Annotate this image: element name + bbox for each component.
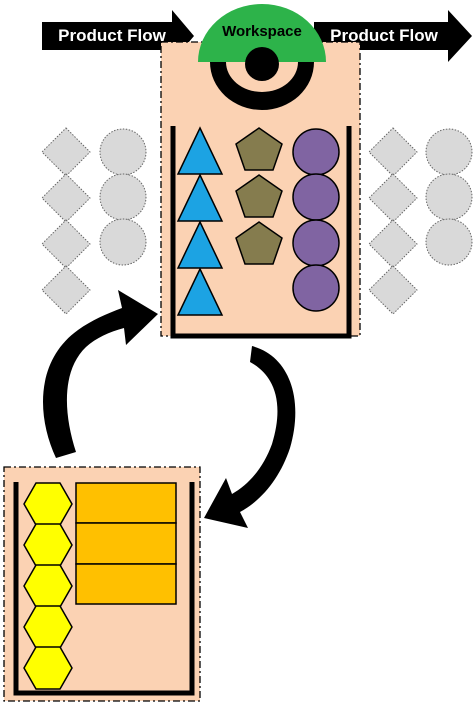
pentagon-column bbox=[235, 127, 283, 265]
rectangle-shape bbox=[75, 482, 177, 524]
right-queue-diamond bbox=[368, 173, 418, 223]
right-queue-diamond bbox=[368, 265, 418, 315]
hexagon-shape bbox=[23, 646, 73, 690]
workspace-cap-icon bbox=[198, 4, 326, 62]
left-queue-diamond bbox=[41, 173, 91, 223]
left-queue-circle bbox=[99, 173, 147, 221]
triangle-shape bbox=[176, 267, 224, 316]
workspace-ball-icon bbox=[245, 47, 279, 81]
rectangle-shape bbox=[75, 522, 177, 565]
right-queue-diamond bbox=[368, 127, 418, 177]
hexagon-column bbox=[23, 482, 73, 690]
pentagon-shape bbox=[235, 221, 283, 265]
right-queue-circle bbox=[425, 173, 473, 221]
circle-shape bbox=[292, 173, 340, 221]
left-queue-circle bbox=[99, 218, 147, 266]
rectangle-column bbox=[75, 482, 177, 605]
left-queue-circle bbox=[99, 128, 147, 176]
rectangle-shape bbox=[75, 563, 177, 605]
right-queue-diamond bbox=[368, 219, 418, 269]
left-queue bbox=[41, 127, 147, 315]
workspace-arc-icon bbox=[210, 62, 314, 110]
circle-shape bbox=[292, 128, 340, 176]
pentagon-shape bbox=[235, 127, 283, 171]
circle-shape bbox=[292, 264, 340, 312]
right-queue-circle bbox=[425, 128, 473, 176]
circle-shape bbox=[292, 219, 340, 267]
pentagon-shape bbox=[235, 174, 283, 218]
right-queue bbox=[368, 127, 473, 315]
product-flow-left-arrow-icon bbox=[42, 10, 194, 62]
cycle-arrow-up-icon bbox=[43, 290, 158, 458]
left-queue-diamond bbox=[41, 127, 91, 177]
left-queue-diamond bbox=[41, 265, 91, 315]
storage-bin bbox=[13, 482, 195, 696]
right-queue-circle bbox=[425, 218, 473, 266]
triangle-column bbox=[176, 126, 224, 316]
circle-column bbox=[292, 128, 340, 312]
workspace-bin bbox=[170, 126, 352, 339]
cycle-arrow-down-icon bbox=[204, 346, 296, 528]
left-queue-diamond bbox=[41, 219, 91, 269]
